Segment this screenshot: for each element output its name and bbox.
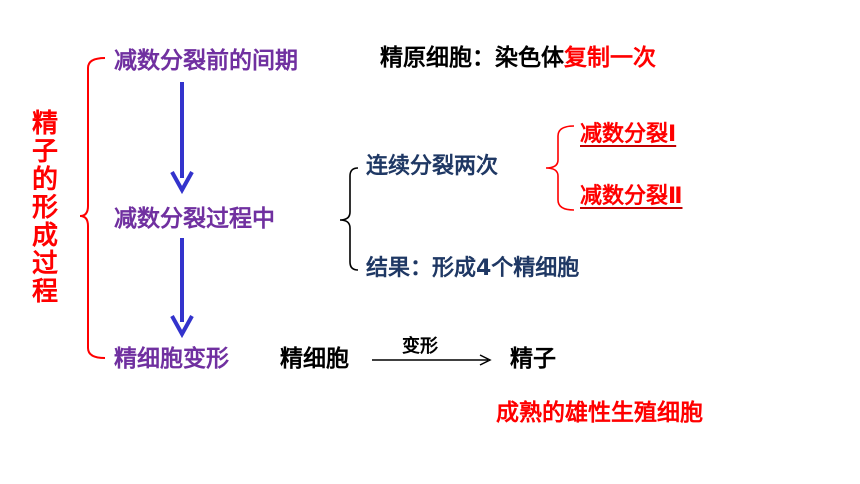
mature-note: 成熟的雄性生殖细胞 — [496, 400, 703, 426]
left-vertical-label: 精子的形成过程 — [31, 109, 58, 307]
stage-transformation: 精细胞变形 — [114, 346, 229, 372]
down-arrow-2-head — [170, 315, 194, 339]
division-bracket — [545, 125, 575, 211]
stage-interphase: 减数分裂前的间期 — [114, 48, 298, 74]
meiosis-division-text: 连续分裂两次 — [366, 154, 499, 179]
interphase-note-prefix: 精原细胞：染色体 — [380, 45, 564, 71]
transform-arrow-head — [479, 354, 492, 366]
down-arrow-1-head — [170, 171, 194, 195]
transform-arrow-label: 变形 — [402, 336, 438, 357]
division-second: 减数分裂Ⅱ — [580, 184, 683, 209]
transform-to: 精子 — [510, 346, 556, 372]
transform-from: 精细胞 — [280, 346, 349, 372]
meiosis-result-text: 结果：形成4个精细胞 — [366, 256, 580, 281]
interphase-note-highlight: 复制一次 — [564, 45, 656, 71]
division-first: 减数分裂Ⅰ — [580, 122, 677, 147]
stage-meiosis: 减数分裂过程中 — [114, 206, 275, 232]
meiosis-bracket — [339, 167, 359, 271]
interphase-note: 精原细胞：染色体复制一次 — [380, 47, 656, 70]
main-bracket — [79, 57, 106, 359]
